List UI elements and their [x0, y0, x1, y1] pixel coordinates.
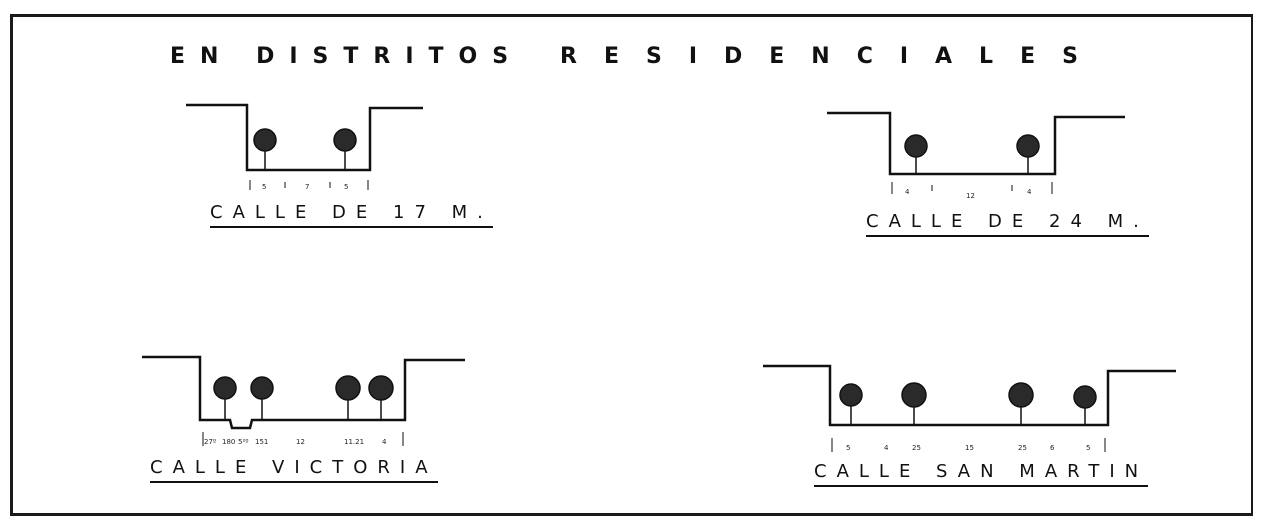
- drawing-frame: [10, 14, 1253, 516]
- dim-vic-f: 11.21: [344, 438, 364, 446]
- dim-sm-b: 4: [884, 444, 889, 452]
- dim-17-b: 7: [305, 183, 309, 191]
- title-part-2: RESIDENCIALES: [560, 44, 1105, 69]
- dim-17-c: 5: [344, 183, 348, 191]
- dim-sm-c: 25: [912, 444, 921, 452]
- section-calle-victoria: [142, 355, 465, 446]
- dim-sm-a: 5: [846, 444, 850, 452]
- section-calle-17m: [186, 103, 423, 190]
- dim-sm-f: 6: [1050, 444, 1055, 452]
- tree-icon: [904, 134, 1040, 174]
- dim-vic-c: 5²º: [238, 438, 249, 446]
- dim-vic-b: 180: [222, 438, 235, 446]
- tree-icon: [253, 128, 357, 170]
- dim-sm-e: 25: [1018, 444, 1027, 452]
- section-calle-san-martin: [763, 364, 1176, 452]
- title-part-1: EN DISTRITOS: [170, 44, 524, 69]
- dim-vic-e: 12: [296, 438, 305, 446]
- label-calle-24m: CALLE DE 24 M.: [866, 211, 1149, 237]
- dim-24-c: 4: [1027, 188, 1032, 196]
- dim-vic-d: 151: [255, 438, 268, 446]
- dim-vic-g: 4: [382, 438, 387, 446]
- dim-17-a: 5: [262, 183, 266, 191]
- section-calle-24m: [827, 111, 1125, 194]
- dim-sm-d: 15: [965, 444, 974, 452]
- dim-24-b: 12: [966, 192, 975, 200]
- dim-24-a: 4: [905, 188, 910, 196]
- tree-icon: [839, 382, 1097, 425]
- dim-vic-a: 27º: [204, 438, 216, 446]
- tree-icon: [213, 375, 394, 420]
- label-calle-victoria: CALLE VICTORIA: [150, 457, 438, 483]
- label-calle-san-martin: CALLE SAN MARTIN: [814, 461, 1149, 487]
- label-calle-17m: CALLE DE 17 M.: [210, 202, 493, 228]
- dim-sm-g: 5: [1086, 444, 1090, 452]
